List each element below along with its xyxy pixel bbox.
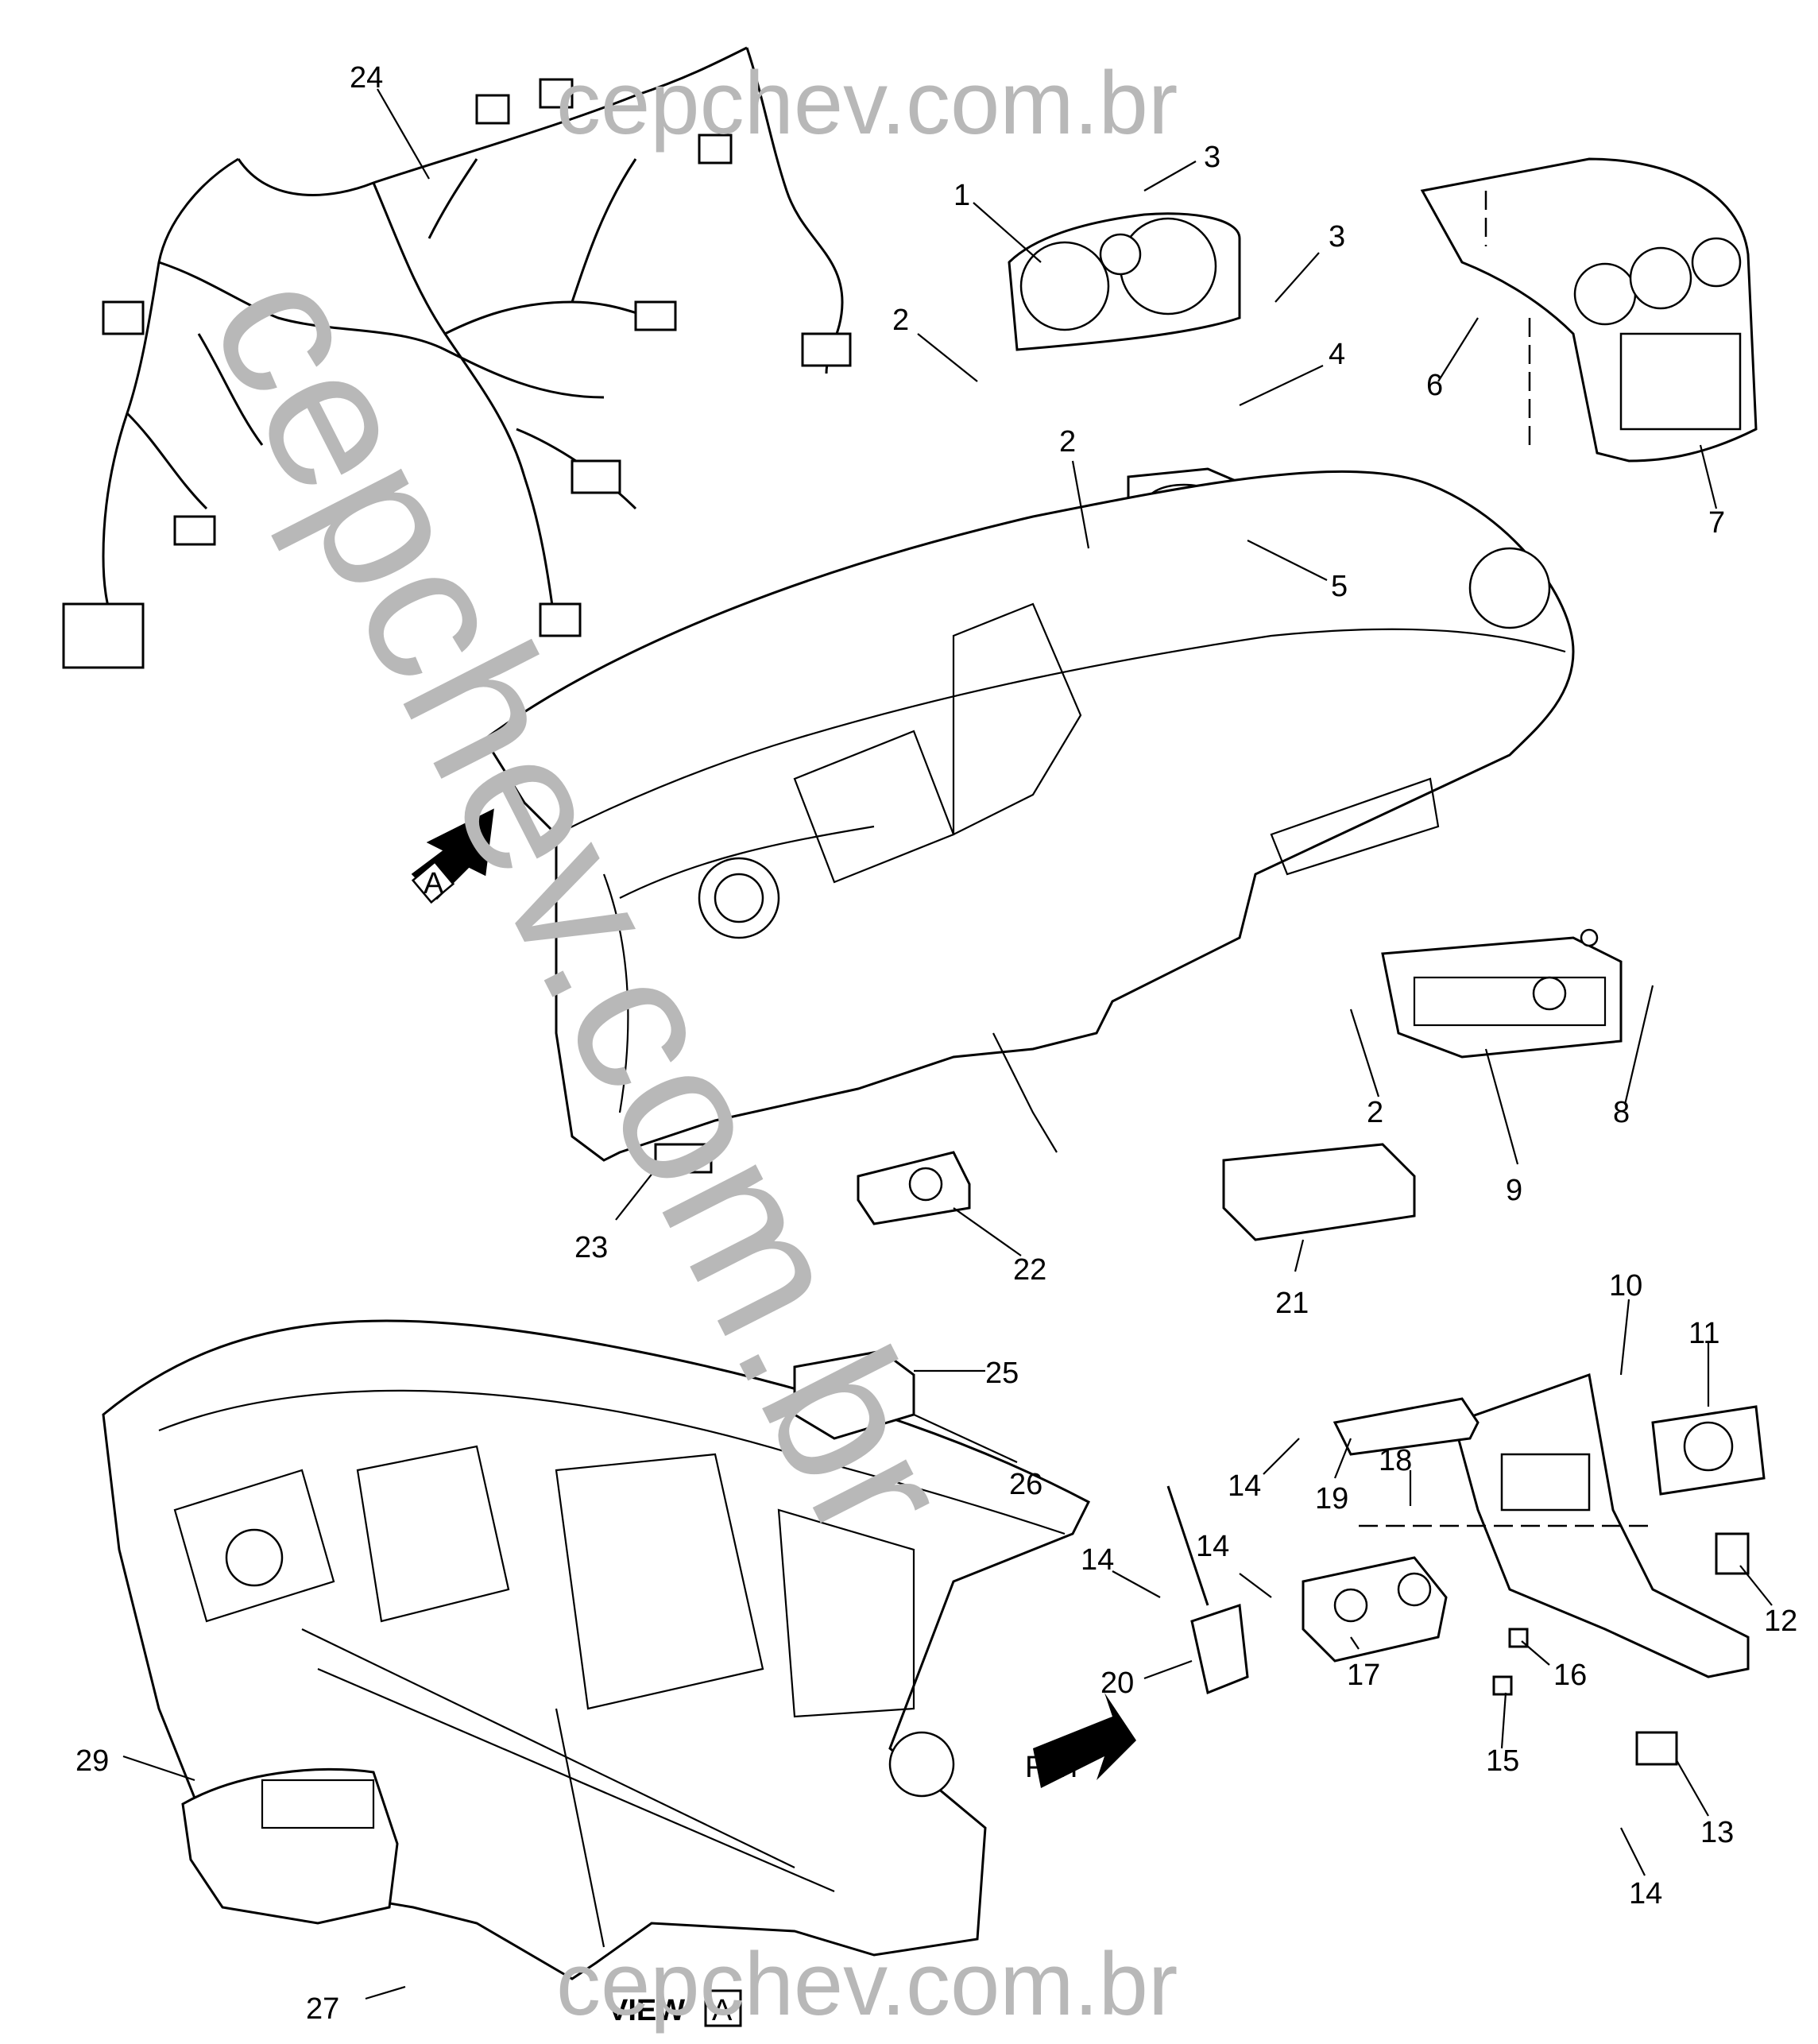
control-module: [1222, 1143, 1416, 1241]
leader-lines: [122, 88, 1773, 2000]
callout-20: 20: [1100, 1667, 1134, 1700]
front-arrow-label: FRT: [1025, 1751, 1083, 1784]
switch-23: [654, 1143, 713, 1174]
callout-16: 16: [1553, 1659, 1587, 1692]
view-a-label: VIEW A: [608, 1989, 742, 2027]
callout-9: 9: [1506, 1174, 1522, 1207]
callout-14b: 14: [1081, 1543, 1114, 1577]
callout-5: 5: [1331, 570, 1348, 603]
callout-8: 8: [1613, 1096, 1630, 1129]
callout-4: 4: [1329, 338, 1345, 371]
callout-27: 27: [306, 1992, 339, 2026]
callout-26: 26: [1009, 1468, 1042, 1501]
instrument-bezel: [1420, 157, 1758, 463]
callout-11: 11: [1688, 1317, 1719, 1350]
view-label-letter: A: [712, 1994, 733, 2027]
watermark-top: cepchev.com.br: [556, 53, 1178, 153]
callout-25: 25: [985, 1357, 1019, 1390]
callout-2c: 2: [1367, 1096, 1383, 1129]
callout-14: 14: [1228, 1469, 1261, 1503]
callout-14c: 14: [1196, 1530, 1229, 1563]
headlamp-switch: [857, 1151, 971, 1225]
watermark-bottom: cepchev.com.br: [556, 1934, 1178, 2034]
callout-23: 23: [574, 1231, 608, 1264]
center-stack: [1166, 1372, 1766, 1766]
callout-29: 29: [75, 1744, 109, 1778]
callout-13: 13: [1700, 1816, 1734, 1849]
instrument-cluster: [1008, 212, 1241, 351]
callout-22: 22: [1013, 1253, 1046, 1287]
callout-2: 2: [892, 304, 909, 337]
callout-12: 12: [1764, 1605, 1797, 1638]
front-arrow: FRT: [1025, 1693, 1136, 1788]
callout-21: 21: [1275, 1287, 1309, 1320]
view-a-arrow: A: [411, 808, 494, 904]
wiring-harness: [62, 46, 852, 669]
callout-labels: 24 3 1 3 2 4 6 7 2 5 8 2 9 23 22 21 10 1…: [75, 61, 1797, 2026]
view-label-text: VIEW: [608, 1994, 685, 2027]
callout-1: 1: [953, 179, 970, 212]
callout-17: 17: [1347, 1659, 1380, 1692]
callout-3: 3: [1204, 141, 1220, 174]
callout-3b: 3: [1329, 220, 1345, 254]
callout-10: 10: [1609, 1269, 1642, 1303]
callout-14d: 14: [1629, 1877, 1662, 1910]
radio-unit: [1381, 928, 1623, 1059]
callout-19: 19: [1315, 1482, 1348, 1516]
knee-bolster: [181, 1767, 399, 1925]
callout-18: 18: [1379, 1444, 1412, 1477]
instrument-panel: [482, 470, 1575, 1162]
callout-6: 6: [1426, 369, 1443, 402]
callout-24: 24: [350, 61, 383, 95]
callout-2b: 2: [1059, 425, 1076, 459]
callout-7: 7: [1708, 506, 1725, 540]
callout-15: 15: [1486, 1744, 1519, 1778]
arrow-a-letter: A: [424, 867, 444, 900]
